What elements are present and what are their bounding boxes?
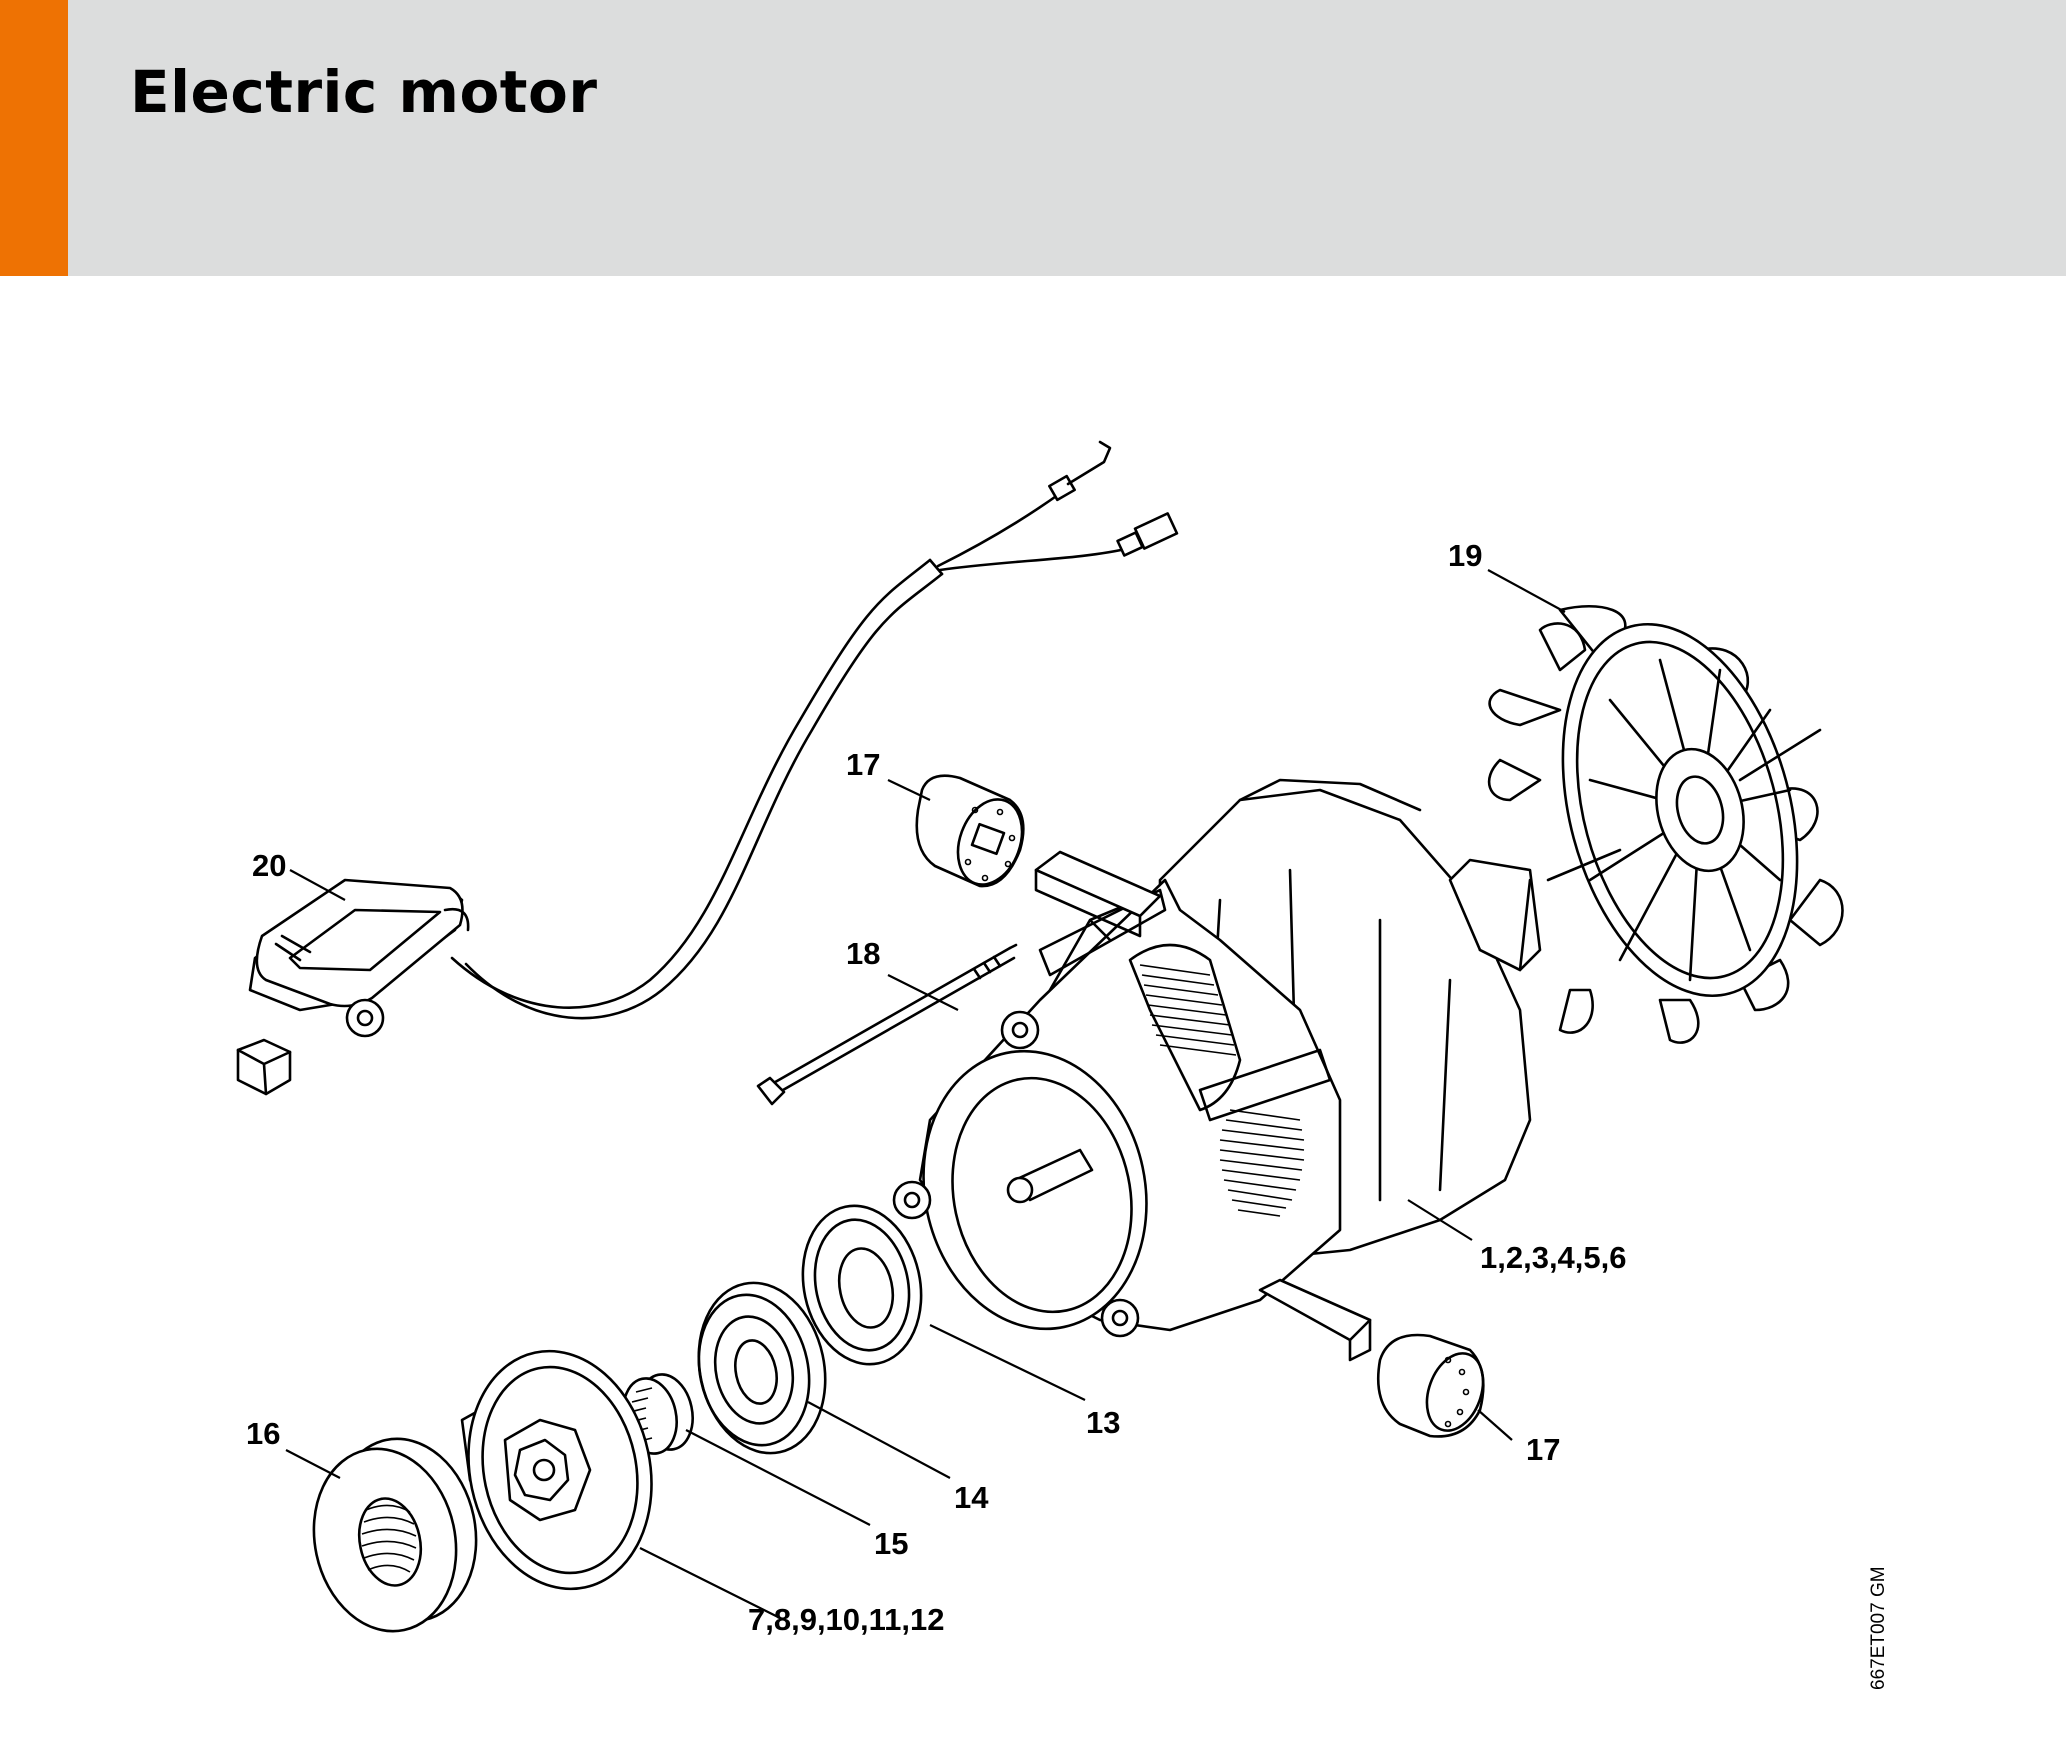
motor-housing [892, 778, 1542, 1362]
switch [236, 878, 470, 1096]
callout-brush-bottom: 17 [1526, 1432, 1560, 1467]
callout-clutch: 7,8,9,10,11,12 [748, 1602, 945, 1637]
long-screw [756, 943, 1018, 1106]
leader-lines [285, 569, 1566, 1619]
power-cable [450, 440, 1179, 1020]
fan [1487, 604, 1844, 1044]
ball-bearing [697, 1281, 827, 1455]
clutch-drum [460, 1349, 653, 1591]
carbon-brush-top [915, 774, 1025, 888]
callout-fan: 19 [1448, 538, 1482, 573]
callout-screw: 18 [846, 936, 880, 971]
accent-bar [0, 0, 68, 276]
callout-nut: 16 [246, 1416, 280, 1451]
callout-switch: 20 [252, 848, 286, 883]
callout-needle-cage: 15 [874, 1526, 908, 1561]
header-band: Electric motor [0, 0, 2066, 276]
needle-cage [622, 1373, 694, 1455]
carbon-brush-bottom [1376, 1333, 1485, 1438]
callout-motor: 1,2,3,4,5,6 [1480, 1240, 1627, 1275]
drawing-code: 667ET007 GM [1868, 1566, 1889, 1690]
callout-seal-ring: 13 [1086, 1405, 1120, 1440]
page-title: Electric motor [130, 58, 598, 126]
callout-brush-top: 17 [846, 747, 880, 782]
nut [312, 1437, 478, 1633]
callout-ball-bearing: 14 [954, 1480, 989, 1515]
seal-ring [801, 1204, 923, 1366]
